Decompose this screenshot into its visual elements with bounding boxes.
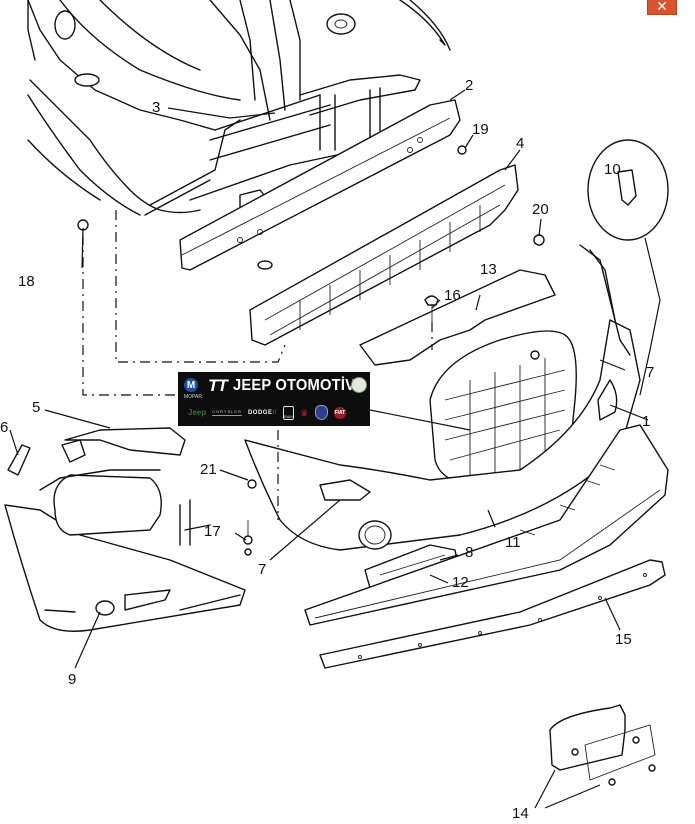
callout-17: 17 xyxy=(204,523,221,540)
jeep-logo: Jeep xyxy=(188,408,207,417)
mopar-logo: M MOPAR xyxy=(184,378,202,400)
callout-12: 12 xyxy=(452,574,469,591)
tt-logo-mark: TT xyxy=(208,376,228,395)
fiat-logo: FIAT xyxy=(333,406,346,419)
air-deflector-part-13 xyxy=(359,269,556,366)
energy-absorber-part-4 xyxy=(249,164,519,346)
callout-19: 19 xyxy=(472,121,489,138)
dodge-logo: DODGE// xyxy=(248,410,277,416)
dodge-text: DODGE xyxy=(247,409,273,416)
side-marker-part-6 xyxy=(7,444,31,476)
callout-11: 11 xyxy=(505,534,521,551)
callout-7-left: 7 xyxy=(258,561,267,578)
mopar-m-icon: M xyxy=(184,378,198,392)
headlamp-part-5 xyxy=(61,427,186,463)
callout-15: 15 xyxy=(615,631,632,648)
lancia-logo-icon xyxy=(314,405,328,420)
leader-lines xyxy=(9,89,649,809)
callout-8: 8 xyxy=(465,544,474,561)
callout-21: 21 xyxy=(200,461,217,478)
license-plate-bracket-part-14 xyxy=(549,704,656,786)
callout-3: 3 xyxy=(152,99,161,116)
abarth-logo-icon: ♛ xyxy=(300,407,309,418)
callout-16: 16 xyxy=(444,287,461,304)
chrysler-logo: CHRYSLER xyxy=(212,409,242,416)
front-body-structure xyxy=(27,0,451,226)
close-button[interactable]: ✕ xyxy=(647,0,677,15)
callout-5: 5 xyxy=(32,399,41,416)
callout-1: 1 xyxy=(642,413,651,430)
callout-7-right: 7 xyxy=(646,364,655,381)
fascia-side-section xyxy=(4,469,246,632)
callout-9: 9 xyxy=(68,671,77,688)
dodge-stripes-icon: // xyxy=(272,409,277,416)
ram-logo: RAM xyxy=(282,405,294,420)
callout-13: 13 xyxy=(480,261,497,278)
callout-18: 18 xyxy=(18,273,35,290)
alfa-romeo-logo-icon xyxy=(351,377,367,393)
skid-strip-part-15 xyxy=(319,559,666,669)
brand-name: JEEP OTOMOTİV xyxy=(233,377,356,394)
bumper-beam-part-2 xyxy=(179,99,461,271)
jeep-otomotiv-watermark-banner: M MOPAR TT JEEP OTOMOTİV Jeep CHRYSLER D… xyxy=(178,372,370,426)
fasteners xyxy=(77,145,545,556)
callout-6: 6 xyxy=(0,419,9,436)
lower-air-dam xyxy=(304,424,669,626)
callout-20: 20 xyxy=(532,201,549,218)
callout-10: 10 xyxy=(604,161,621,178)
grille xyxy=(429,330,577,483)
callout-14: 14 xyxy=(512,805,529,822)
clip-detail-part-10 xyxy=(587,139,669,396)
callout-4: 4 xyxy=(516,135,525,152)
alignment-lines xyxy=(82,210,433,520)
callout-2: 2 xyxy=(465,77,474,94)
brand-logo-row: Jeep CHRYSLER DODGE// RAM ♛ FIAT xyxy=(188,405,346,420)
close-icon: ✕ xyxy=(656,0,668,15)
mopar-text: MOPAR xyxy=(184,394,202,400)
